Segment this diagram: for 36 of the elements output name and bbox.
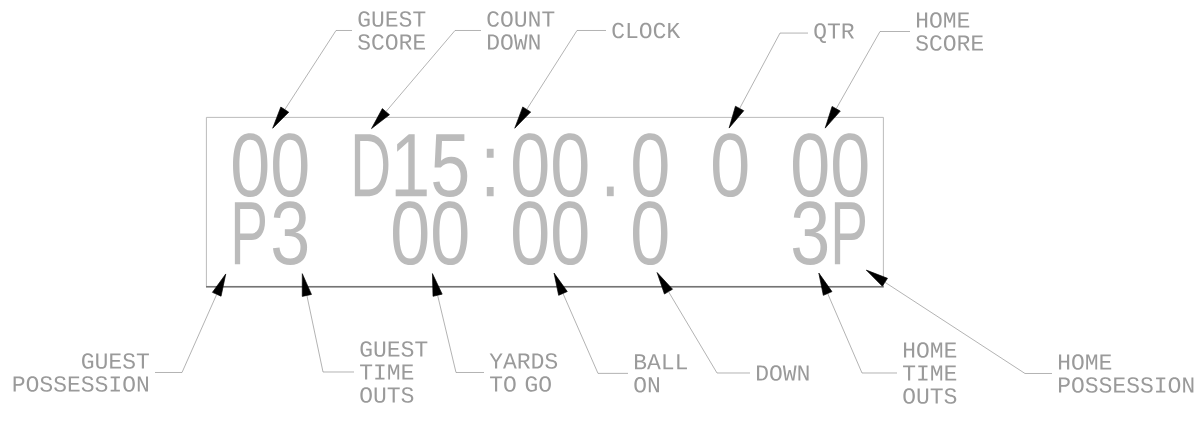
leader-arrow: [728, 32, 809, 129]
display-digits: 00: [393, 201, 468, 266]
callout-label: HOME SCORE: [916, 12, 983, 51]
display-digits: 0: [713, 133, 748, 198]
display-digits: D: [354, 134, 389, 197]
display-digits: P: [834, 202, 866, 265]
leader-arrow: [553, 272, 629, 374]
callout-label: COUNT DOWN: [487, 11, 555, 50]
display-digits: 0: [633, 201, 668, 266]
callout-label: GUEST SCORE: [358, 11, 426, 50]
display-digits: 3: [792, 201, 828, 266]
leader-arrow: [818, 272, 898, 374]
leader-arrow: [432, 273, 485, 373]
display-digits: 15:00.0: [395, 133, 668, 198]
callout-label: HOME TIME OUTS: [903, 342, 957, 404]
callout-label: GUEST POSSESSION: [13, 353, 149, 392]
callout-label: QTR: [814, 23, 854, 43]
display-digits: 00: [233, 133, 308, 198]
leader-arrow: [371, 30, 482, 129]
leader-arrow: [866, 269, 1053, 374]
leader-arrow: [514, 30, 607, 129]
callout-label: BALL ON: [634, 354, 687, 393]
callout-label: GUEST TIME OUTS: [360, 341, 428, 403]
callout-label: CLOCK: [612, 22, 681, 39]
display-digits: 00: [793, 133, 868, 198]
leader-arrow: [656, 272, 751, 374]
callout-label: YARDS TO GO: [489, 353, 558, 392]
callout-label: HOME POSSESSION: [1059, 354, 1194, 393]
display-digits: P: [234, 202, 266, 265]
leader-arrow: [824, 31, 911, 129]
display-digits: 00: [513, 201, 588, 266]
callout-label: DOWN: [757, 365, 809, 381]
leader-arrow: [272, 30, 353, 129]
leader-arrow: [154, 273, 227, 373]
display-digits: 3: [272, 201, 308, 266]
leader-arrow: [301, 273, 355, 373]
